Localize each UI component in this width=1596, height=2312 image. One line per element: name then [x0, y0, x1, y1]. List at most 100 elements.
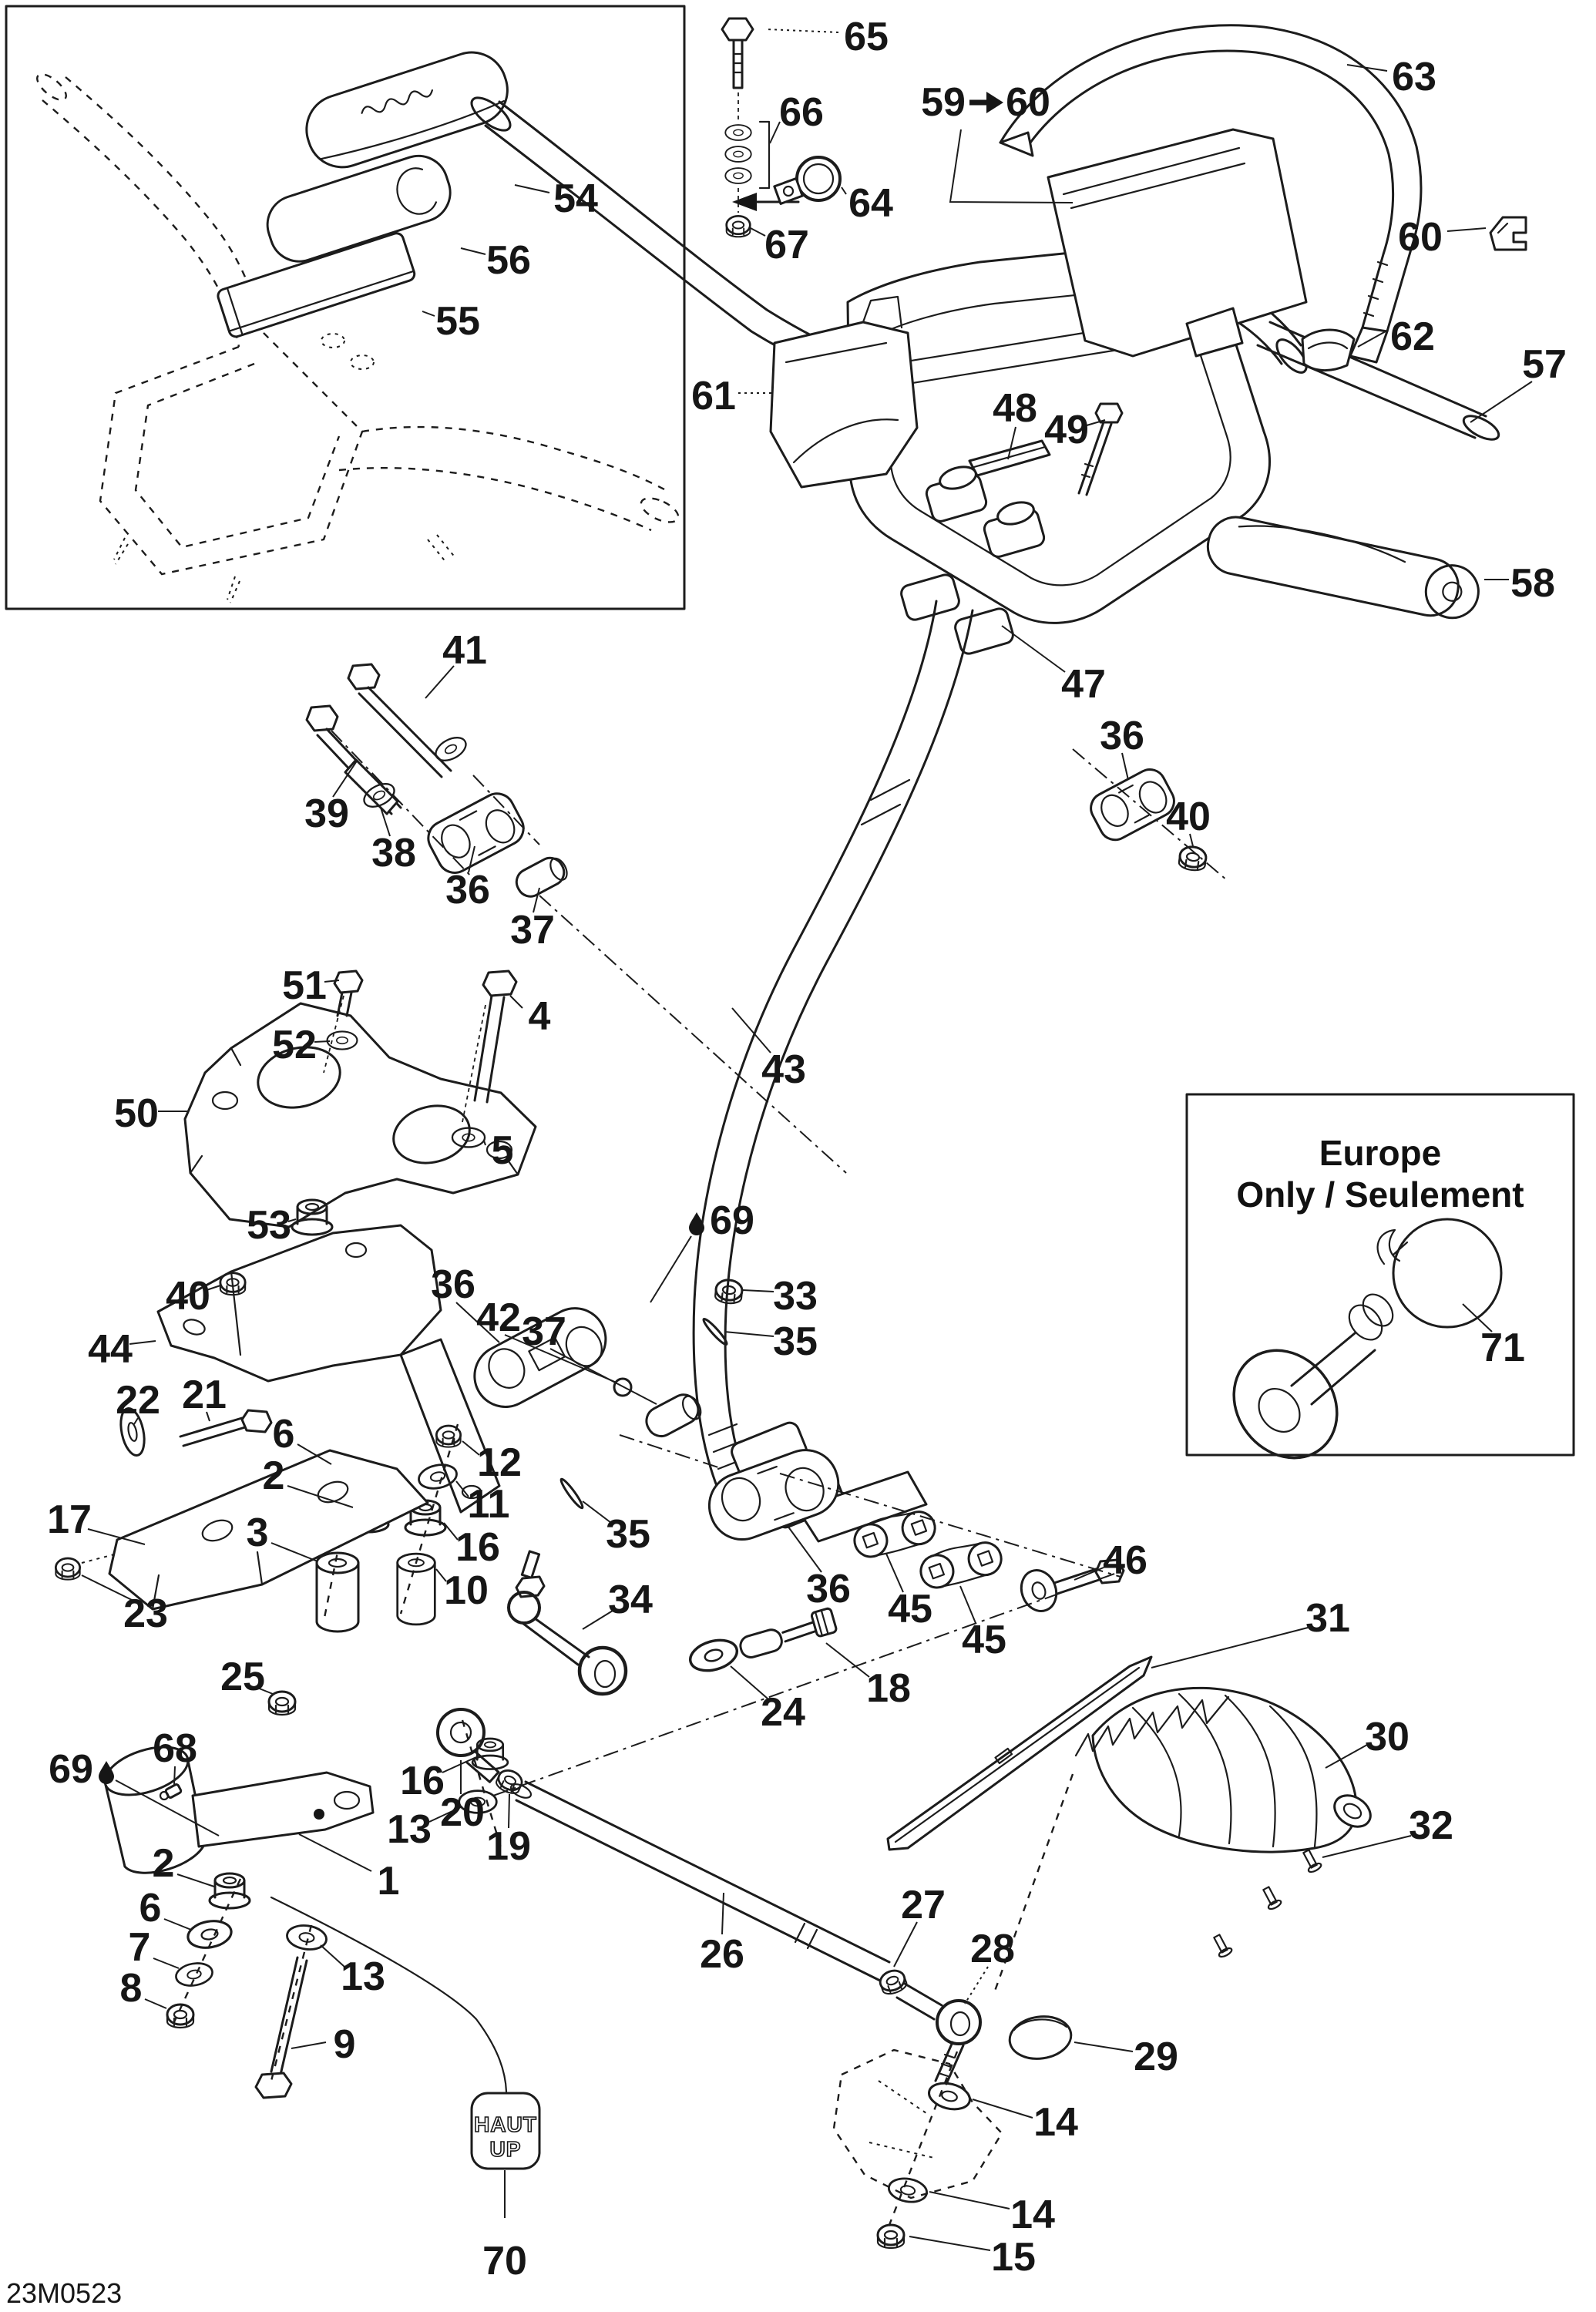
callout-label-50: 50	[114, 1091, 159, 1136]
rivet-32b	[1258, 1884, 1284, 1912]
cap-29	[1008, 2015, 1073, 2060]
callout-label-34: 34	[608, 1578, 653, 1622]
stack-bracket	[758, 120, 771, 190]
steering-arm-cluster	[103, 1746, 508, 2099]
boot-30	[1074, 1686, 1372, 1853]
callout-5: 5	[483, 1128, 513, 1173]
washer-35b	[559, 1477, 584, 1510]
callout-2: 2	[153, 1841, 215, 1887]
europe-box-title-line1: Europe	[1319, 1133, 1441, 1173]
callout-label-7: 7	[129, 1925, 151, 1970]
handlebar-assembly	[470, 17, 1527, 655]
europe-box-title-line2: Only / Seulement	[1236, 1174, 1524, 1215]
callout-label-48: 48	[993, 386, 1037, 431]
haut-up-tag: HAUT UP	[470, 2092, 541, 2170]
steering-column-43	[692, 600, 1228, 1543]
callout-label-64: 64	[848, 181, 893, 226]
callout-label-3: 3	[247, 1511, 269, 1555]
callout-3: 3	[247, 1511, 318, 1562]
callout-label-63: 63	[1392, 55, 1436, 99]
callout-label-60: 60	[1006, 80, 1050, 125]
callout-label-45: 45	[888, 1587, 932, 1632]
callout-label-39: 39	[304, 791, 349, 836]
callout-label-51: 51	[282, 963, 327, 1008]
nut-15	[876, 2223, 906, 2250]
callout-label-19: 19	[486, 1824, 531, 1869]
callout-label-9: 9	[334, 2022, 356, 2067]
callout-33: 33	[742, 1274, 818, 1319]
rivet-32a	[1299, 1847, 1324, 1875]
spacer-3	[315, 1551, 360, 1633]
callout-51: 51	[282, 963, 340, 1008]
callout-label-22: 22	[116, 1378, 160, 1423]
europe-only-box: Europe Only / Seulement	[1185, 1093, 1575, 1460]
callout-label-1: 1	[378, 1859, 400, 1904]
callout-53: 53	[247, 1203, 297, 1248]
ski-spindle-cluster	[886, 1655, 1372, 1994]
grease-fitting-68	[159, 1783, 183, 1801]
callout-49: 49	[1044, 408, 1106, 452]
callout-label-4: 4	[529, 994, 551, 1039]
callout-71: 71	[1462, 1303, 1525, 1370]
callout-42: 42	[476, 1295, 617, 1383]
callout-27: 27	[893, 1883, 946, 1968]
washer-35a	[702, 1317, 728, 1346]
support-channel-17	[108, 1449, 429, 1611]
callout-2: 2	[263, 1453, 354, 1508]
transfer-arrow-head	[986, 92, 1003, 113]
tie-rod-26	[509, 1780, 891, 1982]
spacer-bolt-18	[739, 1607, 838, 1658]
bolt-4	[473, 969, 518, 1104]
grease-droplet-icon	[99, 1761, 114, 1784]
callout-63: 63	[1346, 55, 1436, 99]
callout-56: 56	[460, 238, 531, 283]
callout-label-52: 52	[272, 1023, 317, 1067]
insert-arrow-icon	[732, 193, 800, 211]
bolt-41	[347, 663, 452, 778]
callout-label-14: 14	[1033, 2100, 1078, 2145]
callout-label-36: 36	[806, 1567, 851, 1611]
callout-label-36: 36	[1100, 714, 1144, 758]
callout-8: 8	[120, 1966, 167, 2011]
callout-9: 9	[291, 2022, 355, 2067]
callout-26: 26	[700, 1892, 744, 1977]
callout-1: 1	[298, 1833, 400, 1904]
washer-41	[431, 731, 471, 767]
bracket-44-cluster	[156, 1224, 744, 1514]
pivot-block-36b	[427, 792, 525, 874]
callout-19: 19	[486, 1793, 531, 1869]
callout-52: 52	[272, 1023, 331, 1067]
bushing-2b	[208, 1872, 251, 1910]
callout-16: 16	[400, 1756, 477, 1803]
strap-63	[999, 24, 1423, 364]
washer-14b	[885, 2174, 930, 2206]
callout-label-21: 21	[182, 1373, 227, 1417]
callout-36: 36	[431, 1262, 500, 1343]
callout-16: 16	[443, 1522, 500, 1570]
washer-24	[685, 1634, 742, 1677]
shroud-61	[769, 295, 919, 489]
callout-label-35: 35	[773, 1319, 818, 1364]
callout-57: 57	[1470, 342, 1567, 423]
rivet-32c	[1209, 1931, 1235, 1960]
callout-12: 12	[462, 1440, 522, 1485]
callout-60: 60	[1398, 215, 1487, 260]
callout-label-58: 58	[1510, 561, 1555, 606]
callout-label-71: 71	[1480, 1326, 1525, 1370]
callout-label-17: 17	[47, 1497, 92, 1542]
callout-39: 39	[304, 759, 358, 836]
steering-arm-1	[103, 1746, 375, 1874]
callout-61: 61	[691, 374, 773, 418]
callout-label-56: 56	[486, 238, 531, 283]
callout-label-15: 15	[991, 2235, 1036, 2280]
tie-rod-assembly	[431, 1705, 1073, 2250]
callout-11: 11	[455, 1480, 509, 1527]
callout-label-36: 36	[445, 868, 490, 912]
callout-17: 17	[47, 1497, 146, 1545]
callout-4: 4	[509, 994, 551, 1039]
callout-label-2: 2	[263, 1453, 285, 1498]
callout-label-2: 2	[153, 1841, 175, 1886]
callout-40: 40	[1166, 795, 1211, 847]
callout-label-31: 31	[1305, 1596, 1350, 1641]
